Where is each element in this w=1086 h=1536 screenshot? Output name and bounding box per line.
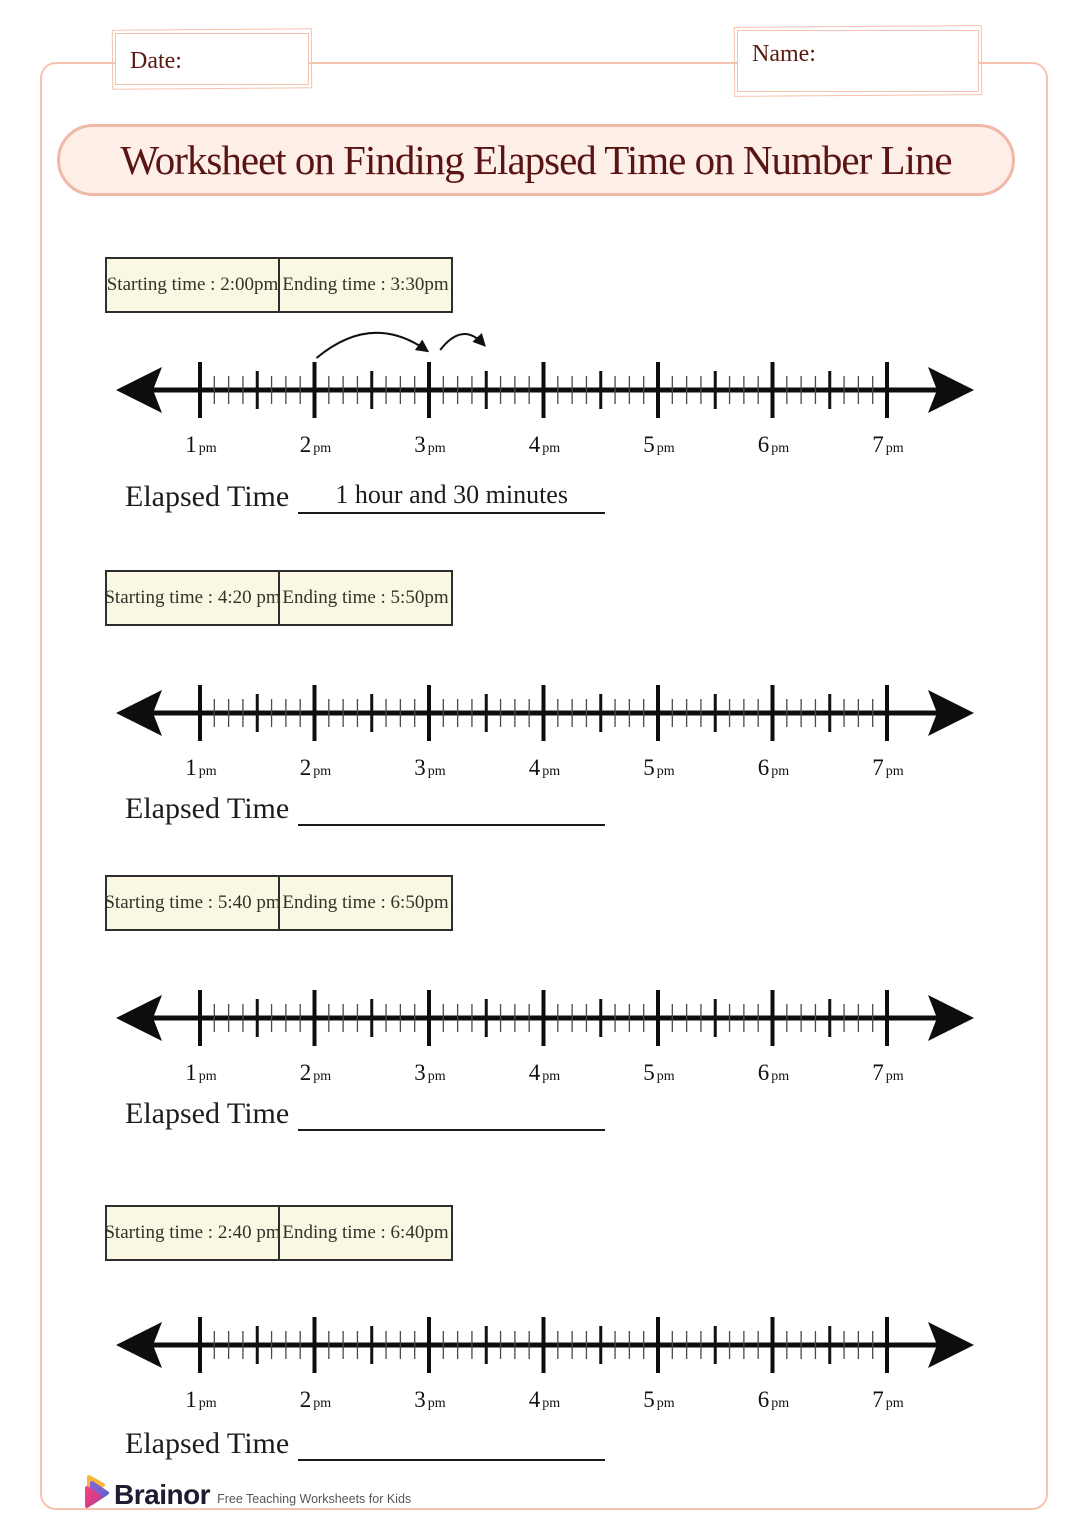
svg-text:5pm: 5pm — [643, 1387, 675, 1412]
date-label: Date: — [130, 47, 182, 74]
svg-text:6pm: 6pm — [758, 1060, 790, 1085]
elapsed-time-row: Elapsed Time 1 hour and 30 minutes — [125, 480, 606, 514]
problem-section: Starting time : 2:00pm Ending time : 3:3… — [0, 257, 1086, 557]
elapsed-arc — [439, 332, 486, 351]
svg-text:3pm: 3pm — [414, 432, 446, 457]
svg-text:1pm: 1pm — [185, 1060, 217, 1085]
problem-section: Starting time : 2:40 pm Ending time : 6:… — [0, 1205, 1086, 1505]
page-title: Worksheet on Finding Elapsed Time on Num… — [120, 137, 952, 183]
elapsed-time-label: Elapsed Time — [125, 480, 290, 513]
name-label: Name: — [752, 41, 816, 67]
elapsed-time-row: Elapsed Time — [125, 792, 606, 826]
answer-line[interactable] — [298, 1427, 606, 1461]
ending-time-cell: Ending time : 6:50pm — [282, 892, 449, 913]
problem-section: Starting time : 4:20 pm Ending time : 5:… — [0, 570, 1086, 870]
svg-text:6pm: 6pm — [758, 432, 790, 457]
svg-text:2pm: 2pm — [300, 755, 332, 780]
svg-text:4pm: 4pm — [529, 432, 561, 457]
ending-time-cell: Ending time : 6:40pm — [282, 1222, 449, 1243]
svg-text:6pm: 6pm — [758, 755, 790, 780]
svg-text:7pm: 7pm — [872, 432, 904, 457]
svg-text:2pm: 2pm — [300, 1387, 332, 1412]
answer-text: 1 hour and 30 minutes — [335, 480, 568, 509]
elapsed-time-label: Elapsed Time — [125, 1097, 290, 1130]
starting-time-cell: Starting time : 4:20 pm — [104, 572, 281, 624]
time-info-table: Starting time : 2:00pm Ending time : 3:3… — [105, 257, 453, 313]
answer-line[interactable]: 1 hour and 30 minutes — [298, 480, 606, 514]
ending-time-cell: Ending time : 5:50pm — [282, 587, 449, 608]
elapsed-time-row: Elapsed Time — [125, 1097, 606, 1131]
svg-text:7pm: 7pm — [872, 755, 904, 780]
problem-section: Starting time : 5:40 pm Ending time : 6:… — [0, 875, 1086, 1175]
svg-text:3pm: 3pm — [414, 1387, 446, 1412]
starting-time-cell: Starting time : 2:40 pm — [104, 1207, 281, 1259]
ending-time-cell: Ending time : 3:30pm — [282, 274, 449, 295]
footer-brand: Brainor Free Teaching Worksheets for Kid… — [80, 1474, 411, 1510]
date-box[interactable]: Date: — [115, 33, 309, 85]
time-info-table: Starting time : 2:40 pm Ending time : 6:… — [104, 1205, 453, 1261]
elapsed-time-row: Elapsed Time — [125, 1427, 606, 1461]
svg-text:4pm: 4pm — [529, 755, 561, 780]
svg-text:1pm: 1pm — [185, 432, 217, 457]
svg-text:6pm: 6pm — [758, 1387, 790, 1412]
svg-text:5pm: 5pm — [643, 755, 675, 780]
svg-text:3pm: 3pm — [414, 1060, 446, 1085]
brand-tagline: Free Teaching Worksheets for Kids — [217, 1492, 412, 1506]
name-box[interactable]: Name: — [737, 30, 979, 92]
svg-text:1pm: 1pm — [185, 755, 217, 780]
elapsed-time-label: Elapsed Time — [125, 1427, 290, 1460]
page-border — [40, 62, 1048, 1510]
brand-name: Brainor — [114, 1479, 211, 1510]
elapsed-time-label: Elapsed Time — [125, 792, 290, 825]
starting-time-cell: Starting time : 2:00pm — [107, 259, 280, 311]
svg-text:1pm: 1pm — [185, 1387, 217, 1412]
title-banner: Worksheet on Finding Elapsed Time on Num… — [57, 124, 1015, 196]
answer-line[interactable] — [298, 1097, 606, 1131]
time-info-table: Starting time : 4:20 pm Ending time : 5:… — [104, 570, 453, 626]
svg-text:7pm: 7pm — [872, 1060, 904, 1085]
starting-time-cell: Starting time : 5:40 pm — [104, 877, 281, 929]
svg-text:5pm: 5pm — [643, 432, 675, 457]
svg-text:4pm: 4pm — [529, 1387, 561, 1412]
svg-text:7pm: 7pm — [872, 1387, 904, 1412]
elapsed-arc — [315, 331, 430, 359]
time-info-table: Starting time : 5:40 pm Ending time : 6:… — [104, 875, 453, 931]
brainor-logo-icon — [85, 1475, 109, 1508]
svg-text:2pm: 2pm — [300, 1060, 332, 1085]
svg-text:4pm: 4pm — [529, 1060, 561, 1085]
answer-line[interactable] — [298, 792, 606, 826]
svg-text:5pm: 5pm — [643, 1060, 675, 1085]
svg-text:2pm: 2pm — [300, 432, 332, 457]
svg-text:3pm: 3pm — [414, 755, 446, 780]
